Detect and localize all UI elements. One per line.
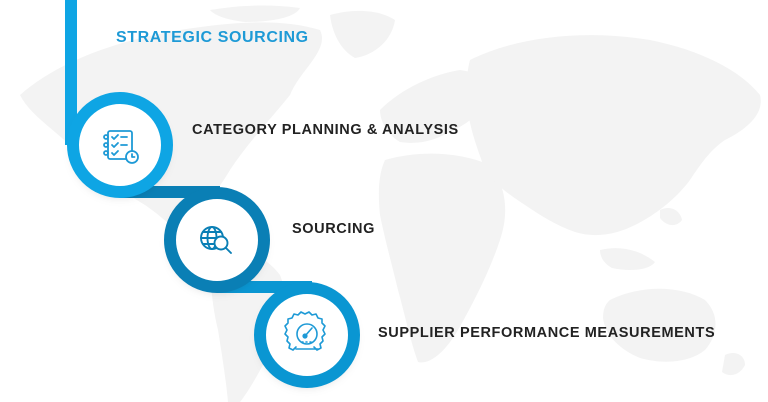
checklist-clock-icon — [103, 130, 139, 164]
gauge-gear-icon — [284, 311, 326, 351]
step-2-label: SOURCING — [292, 221, 375, 237]
top-vertical-line — [65, 0, 77, 145]
step-1-label: CATEGORY PLANNING & ANALYSIS — [192, 122, 459, 138]
step-3-label: SUPPLIER PERFORMANCE MEASUREMENTS — [378, 325, 716, 341]
diagram-title: STRATEGIC SOURCING — [116, 29, 309, 46]
step-1-node — [67, 92, 173, 198]
globe-search-icon — [200, 226, 232, 254]
